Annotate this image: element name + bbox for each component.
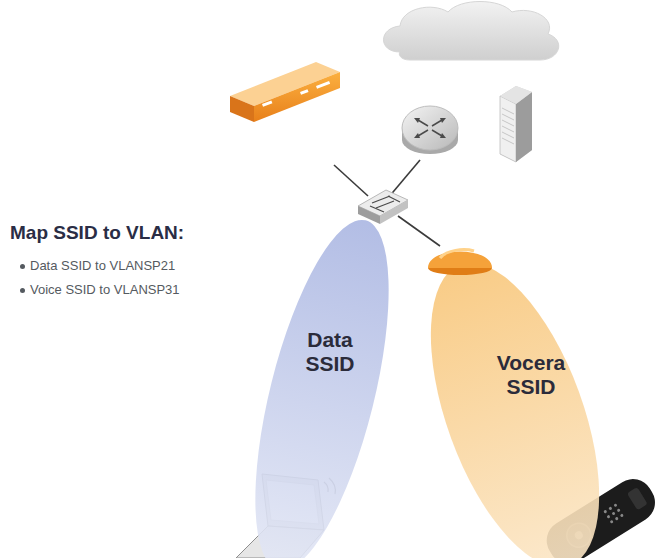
- beam-label: Data SSID: [290, 328, 370, 376]
- cloud: [384, 2, 559, 61]
- network-switch: [358, 190, 408, 224]
- bullet-dot: [20, 288, 25, 293]
- wlan-controller: [230, 62, 340, 122]
- router: [402, 106, 458, 154]
- vocera-ssid-beam: Vocera SSID: [400, 240, 640, 558]
- beam-outline: [230, 210, 430, 558]
- bullet-text: Data SSID to VLANSP21: [30, 258, 175, 273]
- beam-label: Vocera SSID: [486, 351, 576, 399]
- heading: Map SSID to VLAN:: [10, 222, 184, 244]
- bullet-text: Voice SSID to VLANSP31: [30, 282, 180, 297]
- bullet-dot: [20, 264, 25, 269]
- data-ssid-beam: Data SSID: [230, 210, 430, 558]
- server: [500, 86, 532, 162]
- beam-outline: [400, 240, 640, 558]
- access-point: [420, 238, 500, 288]
